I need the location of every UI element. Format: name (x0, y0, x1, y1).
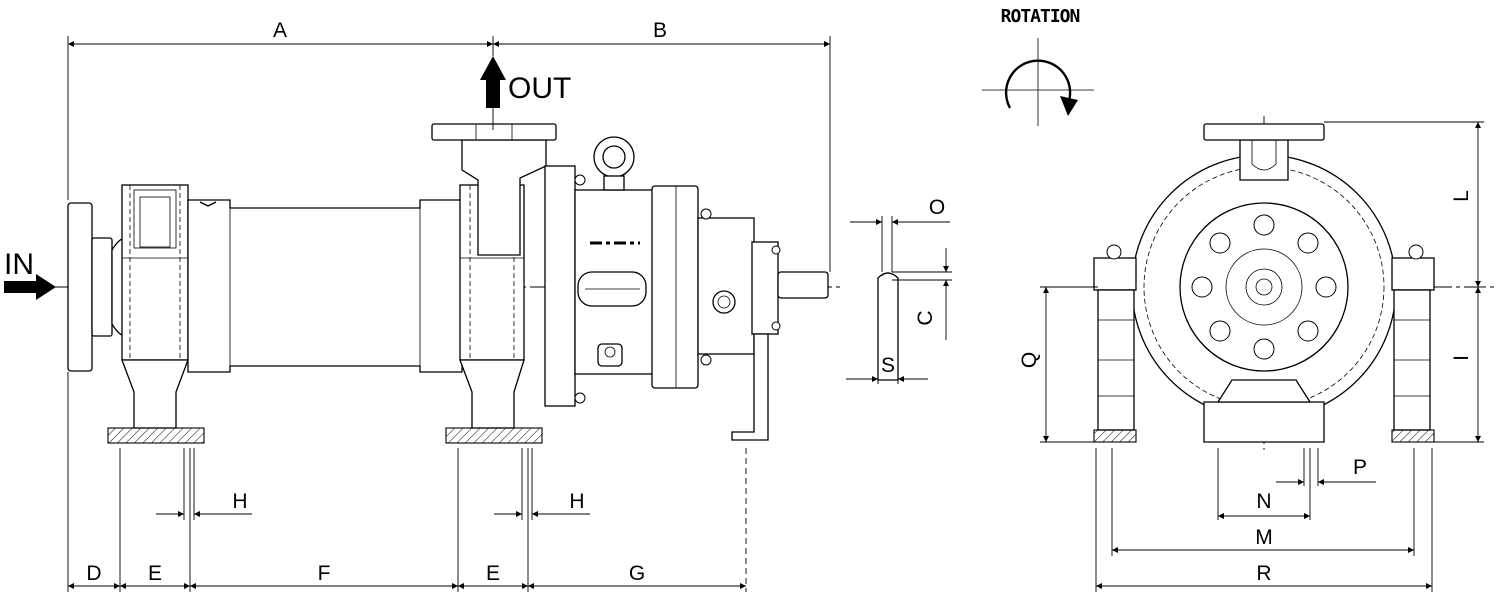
bearing-bracket (544, 136, 654, 407)
right-rib (1391, 257, 1435, 291)
suction-casing (107, 184, 205, 444)
end-view-outlet-flange (1203, 123, 1325, 141)
side-view: IN OUT A B (4, 19, 840, 592)
top-dimensions: A B (67, 19, 831, 272)
flange-bolt-circle (1191, 214, 1337, 360)
dimension-d-label: D (86, 562, 101, 585)
dimension-s-label: S (881, 354, 895, 377)
adapter-flange (544, 165, 576, 407)
dimension-e-left-label: E (148, 562, 162, 585)
end-view: L I Q P N M R (1018, 116, 1498, 592)
motor-section (651, 185, 829, 441)
rotation-label: ROTATION (1001, 6, 1080, 27)
left-rib (1093, 257, 1137, 291)
right-foot-hatched (445, 427, 543, 444)
dimension-a-label: A (273, 19, 287, 42)
dimension-r-label: R (1256, 562, 1271, 585)
discharge-casing (431, 123, 557, 444)
dimension-l-label: L (1450, 190, 1473, 202)
outlet-indicator: OUT (480, 56, 571, 130)
inlet-flange (67, 202, 125, 372)
dimension-c-label: C (914, 310, 937, 325)
dimension-i-label: I (1450, 355, 1473, 361)
outlet-flange (431, 123, 557, 141)
dimension-o-label: O (929, 196, 945, 219)
outlet-label: OUT (508, 72, 571, 105)
drain-plug (597, 343, 623, 367)
oil-plug (712, 290, 736, 314)
dimension-m-label: M (1255, 526, 1273, 549)
dimension-n-label: N (1256, 490, 1271, 513)
bottom-dimensions: D E F E G H H (67, 372, 747, 592)
shaft-end (777, 271, 829, 299)
outlet-arrow-icon (480, 56, 506, 108)
dimension-b-label: B (653, 19, 667, 42)
dimension-f-label: F (318, 562, 331, 585)
dimension-h-right-label: H (569, 490, 584, 513)
dimension-q-label: Q (1018, 352, 1041, 368)
dimension-e-right-label: E (486, 562, 500, 585)
inlet-indicator: IN (4, 248, 56, 300)
rear-support (731, 333, 769, 441)
dimension-p-label: P (1353, 456, 1367, 479)
left-foot-hatched (107, 427, 205, 444)
dimension-g-label: G (629, 562, 645, 585)
inlet-label: IN (4, 248, 34, 281)
dimension-h-left-label: H (232, 490, 247, 513)
inlet-arrow-icon (4, 274, 56, 300)
pump-barrel (187, 199, 463, 373)
rotation-indicator: ROTATION (982, 6, 1094, 126)
shaft-key-detail: O C S (846, 196, 952, 384)
rotation-arrow-icon (1004, 59, 1072, 109)
